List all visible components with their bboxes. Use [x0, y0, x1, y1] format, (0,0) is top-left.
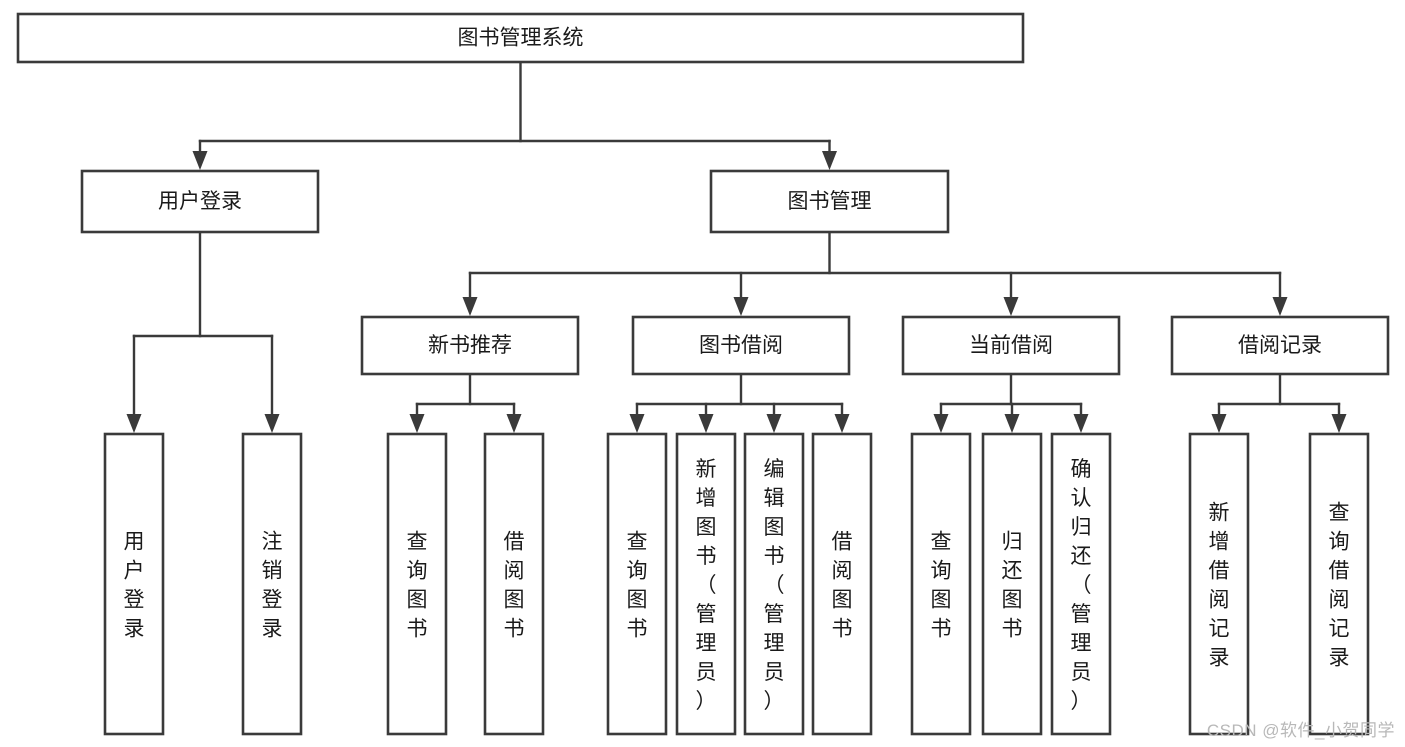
node-leaf-query-book-br[interactable]: 查询图书 [606, 432, 668, 736]
node-borrow-record[interactable]: 借阅记录 [1170, 315, 1390, 376]
node-label-current-borrow: 当前借阅 [969, 334, 1053, 357]
node-label-leaf-query-book-rec: 查询图书 [407, 531, 428, 641]
arrow-head-icon [409, 414, 425, 433]
edge-group-book-manage [462, 230, 1288, 316]
arrow-head-icon [822, 151, 837, 170]
node-label-borrow-record: 借阅记录 [1238, 334, 1322, 357]
node-label-leaf-confirm-return: 确认归还（管理员） [1071, 458, 1092, 713]
node-box-leaf-query-book-rec[interactable] [386, 432, 448, 736]
node-leaf-add-record[interactable]: 新增借阅记录 [1188, 432, 1250, 736]
arrow-head-icon [506, 414, 522, 433]
node-box-leaf-user-login[interactable] [103, 432, 165, 736]
node-label-leaf-add-book: 新增图书（管理员） [696, 458, 717, 713]
node-label-user-login: 用户登录 [158, 190, 242, 213]
node-label-book-borrow: 图书借阅 [699, 334, 783, 357]
node-leaf-query-book-rec[interactable]: 查询图书 [386, 432, 448, 736]
node-leaf-add-book[interactable]: 新增图书（管理员） [675, 432, 737, 736]
arrow-head-icon [264, 414, 280, 433]
arrow-head-icon [126, 414, 142, 433]
node-box-book-borrow[interactable] [631, 315, 851, 376]
node-box-leaf-add-record[interactable] [1188, 432, 1250, 736]
edge-group-current-borrow [933, 372, 1089, 433]
arrow-head-icon [933, 414, 949, 433]
arrow-head-icon [733, 297, 749, 316]
edge-group-root [192, 60, 837, 170]
edge-group-user-login [126, 230, 280, 433]
node-leaf-query-book-cb[interactable]: 查询图书 [910, 432, 972, 736]
node-box-leaf-logout[interactable] [241, 432, 303, 736]
node-label-leaf-borrow-book-rec: 借阅图书 [504, 531, 525, 641]
node-box-new-book-rec[interactable] [360, 315, 580, 376]
node-label-leaf-query-record: 查询借阅记录 [1329, 502, 1350, 670]
node-box-leaf-query-book-cb[interactable] [910, 432, 972, 736]
node-user-login[interactable]: 用户登录 [80, 169, 320, 234]
node-new-book-rec[interactable]: 新书推荐 [360, 315, 580, 376]
arrow-head-icon [1331, 414, 1347, 433]
edge-group-new-book-rec [409, 372, 522, 433]
edges-layer [126, 60, 1347, 433]
arrow-head-icon [1211, 414, 1227, 433]
arrow-head-icon [192, 151, 208, 170]
node-current-borrow[interactable]: 当前借阅 [901, 315, 1121, 376]
node-leaf-logout[interactable]: 注销登录 [241, 432, 303, 736]
node-label-leaf-borrow-book-br: 借阅图书 [832, 531, 853, 641]
node-book-manage[interactable]: 图书管理 [709, 169, 950, 234]
node-leaf-edit-book[interactable]: 编辑图书（管理员） [743, 432, 805, 736]
node-leaf-confirm-return[interactable]: 确认归还（管理员） [1050, 432, 1112, 736]
arrow-head-icon [1003, 297, 1019, 316]
node-leaf-return-book[interactable]: 归还图书 [981, 432, 1043, 736]
node-label-leaf-add-record: 新增借阅记录 [1209, 502, 1230, 670]
node-leaf-borrow-book-rec[interactable]: 借阅图书 [483, 432, 545, 736]
node-root[interactable]: 图书管理系统 [16, 12, 1025, 64]
node-label-leaf-return-book: 归还图书 [1002, 531, 1023, 641]
arrow-head-icon [629, 414, 645, 433]
node-leaf-borrow-book-br[interactable]: 借阅图书 [811, 432, 873, 736]
node-box-user-login[interactable] [80, 169, 320, 234]
node-box-leaf-confirm-return[interactable] [1050, 432, 1112, 736]
arrow-head-icon [1073, 414, 1089, 433]
node-box-leaf-edit-book[interactable] [743, 432, 805, 736]
node-box-leaf-borrow-book-rec[interactable] [483, 432, 545, 736]
arrow-head-icon [766, 414, 782, 433]
arrow-head-icon [834, 414, 850, 433]
node-box-leaf-borrow-book-br[interactable] [811, 432, 873, 736]
node-label-leaf-query-book-cb: 查询图书 [931, 531, 952, 641]
node-box-root[interactable] [16, 12, 1025, 64]
watermark-label: CSDN @软件_小贺同学 [1206, 721, 1395, 740]
node-box-current-borrow[interactable] [901, 315, 1121, 376]
node-label-root: 图书管理系统 [458, 27, 584, 50]
node-book-borrow[interactable]: 图书借阅 [631, 315, 851, 376]
node-label-leaf-logout: 注销登录 [262, 531, 283, 641]
node-leaf-user-login[interactable]: 用户登录 [103, 432, 165, 736]
node-box-book-manage[interactable] [709, 169, 950, 234]
node-box-leaf-query-book-br[interactable] [606, 432, 668, 736]
edge-group-book-borrow [629, 372, 850, 433]
arrow-head-icon [1004, 414, 1020, 433]
node-leaf-query-record[interactable]: 查询借阅记录 [1308, 432, 1370, 736]
node-label-leaf-query-book-br: 查询图书 [627, 531, 648, 641]
node-label-leaf-user-login: 用户登录 [124, 531, 145, 641]
arrow-head-icon [698, 414, 714, 433]
arrow-head-icon [462, 297, 478, 316]
arrow-head-icon [1272, 297, 1288, 316]
node-box-leaf-add-book[interactable] [675, 432, 737, 736]
node-label-new-book-rec: 新书推荐 [428, 334, 512, 357]
node-box-leaf-return-book[interactable] [981, 432, 1043, 736]
node-box-leaf-query-record[interactable] [1308, 432, 1370, 736]
node-label-leaf-edit-book: 编辑图书（管理员） [764, 458, 785, 713]
edge-group-borrow-record [1211, 372, 1347, 433]
node-label-book-manage: 图书管理 [788, 190, 872, 213]
node-box-borrow-record[interactable] [1170, 315, 1390, 376]
nodes-layer: 图书管理系统用户登录图书管理新书推荐图书借阅当前借阅借阅记录用户登录注销登录查询… [16, 12, 1390, 736]
